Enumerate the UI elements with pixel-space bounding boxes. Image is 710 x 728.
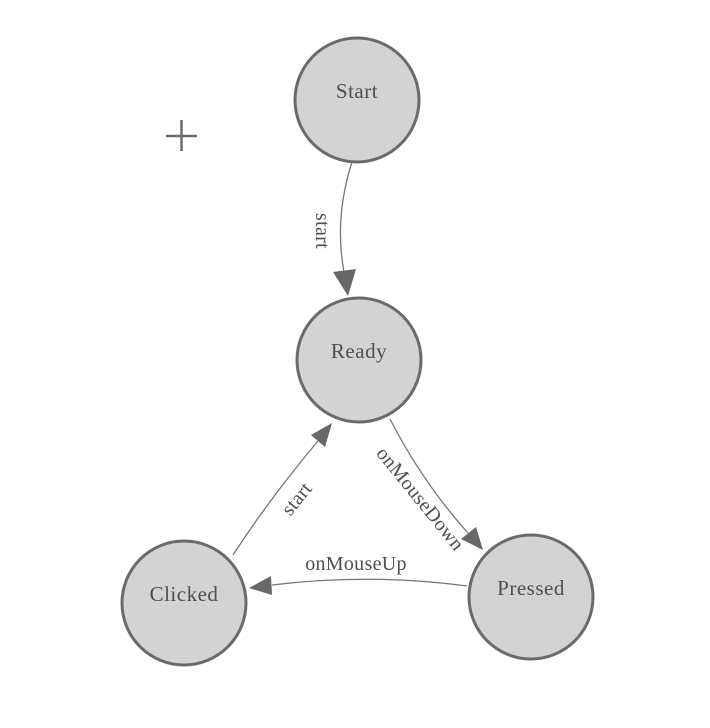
state-label: Clicked (150, 582, 219, 606)
state-node-ready[interactable]: Ready (295, 296, 423, 424)
state-node-start[interactable]: Start (293, 36, 421, 164)
state-circle (295, 296, 423, 424)
crosshair-icon (166, 120, 197, 151)
transition-clicked-to-ready[interactable]: start (232, 423, 332, 556)
transition-line (339, 161, 353, 273)
transition-line (271, 578, 468, 587)
state-node-clicked[interactable]: Clicked (120, 539, 248, 667)
arrowhead-icon (311, 423, 332, 447)
transition-label: onMouseDown (372, 443, 469, 555)
state-circle (293, 36, 421, 164)
state-label: Start (336, 79, 378, 103)
state-node-pressed[interactable]: Pressed (467, 533, 595, 661)
arrowhead-icon (249, 576, 272, 595)
transition-pressed-to-clicked[interactable]: onMouseUp (249, 553, 468, 595)
state-circle (120, 539, 248, 667)
transition-line (389, 418, 469, 534)
transition-ready-to-pressed[interactable]: onMouseDown (372, 418, 483, 555)
transition-label: onMouseUp (305, 553, 407, 575)
transition-label: start (311, 213, 333, 249)
state-label: Pressed (497, 576, 565, 600)
transition-start-to-ready[interactable]: start (311, 161, 356, 296)
state-label: Ready (331, 339, 387, 363)
arrowhead-icon (333, 269, 356, 296)
arrowhead-icon (461, 527, 483, 550)
transition-line (232, 440, 319, 556)
state-circle (467, 533, 595, 661)
